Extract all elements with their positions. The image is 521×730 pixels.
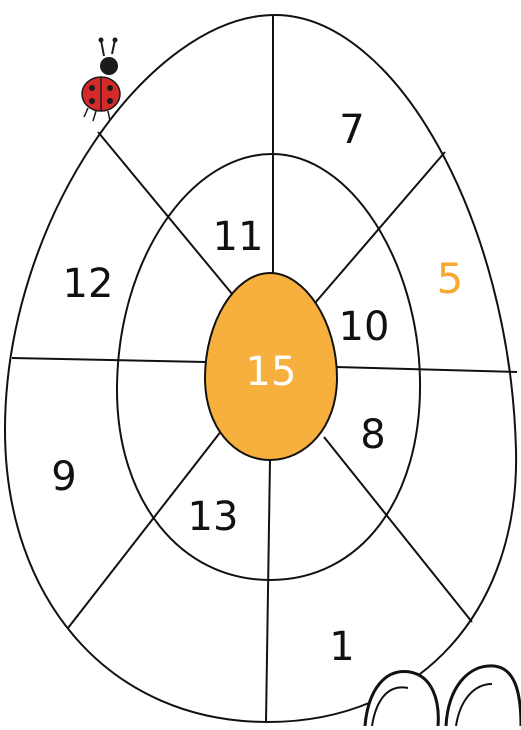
inner-cell-top-left[interactable]: 11 [213, 214, 264, 260]
outer-cell-right[interactable]: 5 [437, 254, 464, 303]
inner-cell-right-upper[interactable]: 10 [339, 304, 390, 350]
ladybug-icon [82, 38, 120, 122]
center-value: 15 [246, 349, 297, 395]
outer-cell-left-lower[interactable]: 9 [51, 454, 76, 500]
outer-cell-bottom[interactable]: 1 [329, 624, 354, 670]
outer-cell-top-right[interactable]: 7 [339, 107, 364, 153]
inner-cell-right-lower[interactable]: 8 [360, 412, 385, 458]
bunny-ears-icon [365, 666, 521, 726]
outer-cell-left-upper[interactable]: 12 [63, 261, 114, 307]
inner-cell-bottom-left[interactable]: 13 [188, 494, 239, 540]
